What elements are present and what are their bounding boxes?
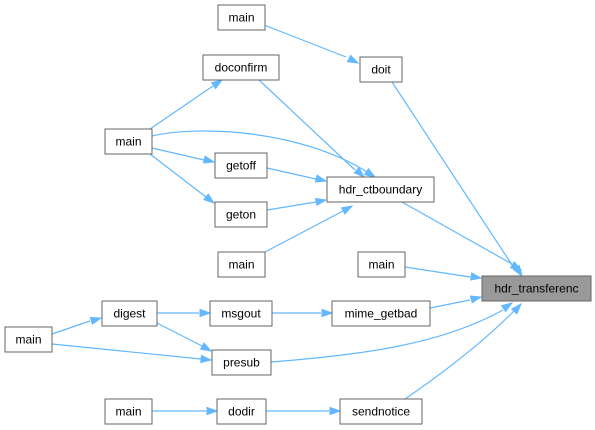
node-geton[interactable]: geton bbox=[214, 201, 268, 228]
edge-main-far-to-presub bbox=[51, 343, 213, 364]
node-sendnotice[interactable]: sendnotice bbox=[339, 398, 423, 425]
node-label: getoff bbox=[226, 159, 256, 173]
edge-getoff-to-hdr-ctboundary bbox=[266, 167, 328, 183]
node-doit[interactable]: doit bbox=[359, 56, 403, 83]
node-main-mid[interactable]: main bbox=[217, 251, 266, 278]
node-dodir[interactable]: dodir bbox=[216, 398, 267, 425]
node-presub[interactable]: presub bbox=[211, 349, 272, 376]
node-label: main bbox=[115, 405, 141, 419]
node-main-far[interactable]: main bbox=[4, 326, 53, 353]
node-label: hdr_ctboundary bbox=[339, 183, 422, 197]
edge-main-far-to-digest bbox=[51, 316, 103, 335]
edge-main-to-getoff bbox=[151, 147, 216, 164]
edge-presub-to-hdr-transferenc bbox=[270, 302, 514, 363]
node-hdr-ctboundary[interactable]: hdr_ctboundary bbox=[326, 176, 435, 203]
edge-hdr-ctboundary-to-hdr-transferenc bbox=[401, 201, 523, 271]
node-label: doit bbox=[371, 63, 391, 77]
call-graph-edges bbox=[51, 24, 523, 416]
edge-main-mid-to-hdr-ctboundary bbox=[264, 205, 354, 253]
edge-digest-to-presub bbox=[156, 322, 213, 352]
node-main-right[interactable]: main bbox=[357, 251, 406, 278]
node-mime-getbad[interactable]: mime_getbad bbox=[331, 300, 431, 327]
edge-main-right-to-hdr-transferenc bbox=[404, 266, 483, 281]
node-hdr-transferenc[interactable]: hdr_transferenc bbox=[481, 275, 592, 302]
node-label: mime_getbad bbox=[345, 307, 418, 321]
edge-dodir-to-sendnotice bbox=[266, 406, 342, 416]
node-label: sendnotice bbox=[352, 405, 410, 419]
edge-main-to-doconfirm bbox=[149, 79, 224, 130]
edge-main-to-hdr-ctboundary bbox=[151, 130, 377, 178]
node-main-bottom[interactable]: main bbox=[104, 398, 153, 425]
node-label: main bbox=[228, 258, 254, 272]
node-main-top[interactable]: main bbox=[217, 4, 266, 31]
node-label: main bbox=[368, 258, 394, 272]
edge-main-to-geton bbox=[149, 153, 216, 204]
node-digest[interactable]: digest bbox=[101, 300, 158, 327]
edge-geton-to-hdr-ctboundary bbox=[266, 197, 328, 211]
node-main-left[interactable]: main bbox=[104, 128, 153, 155]
node-label: digest bbox=[113, 307, 146, 321]
node-doconfirm[interactable]: doconfirm bbox=[202, 54, 280, 81]
node-label: geton bbox=[226, 208, 256, 222]
edge-digest-to-msgout bbox=[157, 308, 212, 318]
node-label: main bbox=[115, 135, 141, 149]
node-label: main bbox=[15, 333, 41, 347]
edge-msgout-to-mime-getbad bbox=[272, 308, 334, 318]
edge-sendnotice-to-hdr-transferenc bbox=[404, 302, 523, 400]
call-graph-nodes: main doit doconfirm main getoff hdr_ctbo… bbox=[4, 4, 592, 425]
node-label: main bbox=[228, 11, 254, 25]
edge-mime-getbad-to-hdr-transferenc bbox=[429, 295, 483, 309]
edge-doconfirm-to-hdr-ctboundary bbox=[258, 79, 366, 179]
node-getoff[interactable]: getoff bbox=[214, 152, 268, 179]
node-label: dodir bbox=[228, 405, 255, 419]
node-label: doconfirm bbox=[215, 61, 268, 75]
node-msgout[interactable]: msgout bbox=[209, 300, 273, 327]
node-label: hdr_transferenc bbox=[494, 282, 578, 296]
node-label: msgout bbox=[221, 307, 261, 321]
edge-main-to-doit bbox=[263, 24, 360, 64]
edge-main-bottom-to-dodir bbox=[152, 406, 219, 416]
node-label: presub bbox=[223, 356, 260, 370]
